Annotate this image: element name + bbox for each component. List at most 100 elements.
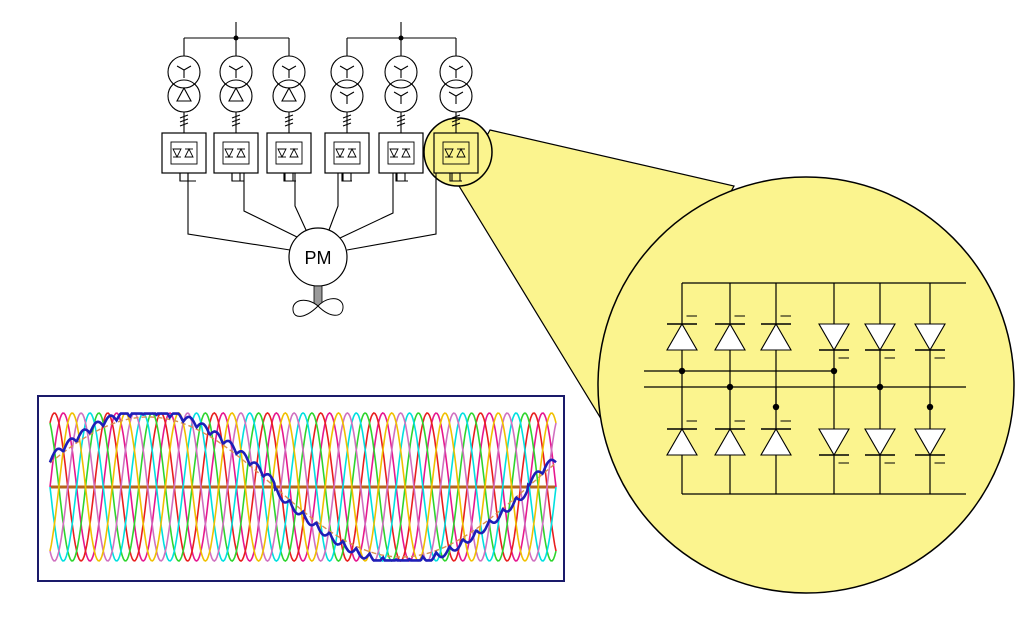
zoom-circle-small — [423, 117, 493, 187]
converter-inner-box — [222, 141, 250, 165]
thyristor-triangle — [714, 322, 746, 351]
converter-inner-box — [442, 141, 470, 165]
motor-feed-lines — [179, 173, 462, 251]
converter-block — [433, 132, 479, 174]
pm-motor: PM — [288, 227, 348, 317]
wye-leg — [448, 65, 457, 71]
supply-bus — [183, 22, 457, 56]
thyristor-symbol-icon — [236, 147, 246, 158]
thyristor-triangle — [864, 323, 896, 352]
three-phase-tick — [451, 122, 461, 127]
wye-leg — [455, 91, 464, 97]
three-phase-tick — [342, 118, 352, 123]
motor-feed-line — [346, 173, 437, 251]
wye-leg — [288, 65, 297, 71]
drive-system: PM — [161, 22, 479, 317]
wye-leg — [228, 65, 237, 71]
motor-feed-line — [328, 173, 339, 231]
wye-leg — [281, 65, 290, 71]
thyristor — [864, 428, 896, 464]
output-voltage-wave — [48, 412, 557, 562]
thyristor — [714, 315, 746, 351]
three-phase-tick — [451, 114, 461, 119]
junction-dot — [926, 403, 934, 411]
three-phase-tick — [342, 114, 352, 119]
converter-block — [266, 132, 312, 174]
delta-symbol — [176, 86, 192, 102]
motor-feed-line — [294, 173, 307, 231]
zoom-circle-large — [597, 176, 1015, 594]
wye-leg — [400, 65, 409, 71]
thyristor-triangle — [914, 428, 946, 457]
thyristor — [760, 315, 792, 351]
thyristor — [914, 323, 946, 359]
wye-leg — [235, 65, 244, 71]
transformer-secondary-winding — [272, 79, 306, 113]
converter-block — [213, 132, 259, 174]
thyristor — [714, 420, 746, 456]
transformer — [439, 55, 473, 133]
thyristor-symbol-icon — [347, 147, 357, 158]
thyristor-triangle — [818, 428, 850, 457]
motor-feed-line — [243, 173, 298, 238]
three-phase-tick — [231, 118, 241, 123]
delta-symbol — [281, 86, 297, 102]
wye-leg — [346, 65, 355, 71]
thyristor-symbol-icon — [184, 147, 194, 158]
transformer — [219, 55, 253, 133]
converter-block — [378, 132, 424, 174]
waveform-traces — [48, 412, 557, 562]
converter-block — [161, 132, 207, 174]
thyristor-symbol-icon — [289, 147, 299, 158]
transformer — [272, 55, 306, 133]
thyristor-symbol-icon — [389, 148, 399, 159]
propeller-icon — [292, 298, 344, 317]
wye-leg — [455, 65, 464, 71]
three-phase-tick — [179, 122, 189, 127]
three-phase-tick — [284, 122, 294, 127]
converter-box — [266, 132, 312, 174]
fundamental-output-wave — [49, 416, 557, 558]
thyristor-symbol-icon — [444, 148, 454, 159]
thyristor — [666, 315, 698, 351]
thyristor-triangle — [666, 427, 698, 456]
transformer — [330, 55, 364, 133]
three-phase-tick — [396, 118, 406, 123]
three-phase-tick — [396, 122, 406, 127]
feed-return — [395, 173, 408, 182]
transformer-secondary-winding — [167, 79, 201, 113]
thyristor-symbol-icon — [172, 148, 182, 159]
converter-box — [161, 132, 207, 174]
delta-symbol — [228, 86, 244, 102]
converter-inner-box — [387, 141, 415, 165]
wye-leg — [339, 91, 348, 97]
converter-inner-box — [333, 141, 361, 165]
wye-leg — [393, 65, 402, 71]
thyristor-symbol-icon — [224, 148, 234, 159]
converter-inner-box — [275, 141, 303, 165]
thyristor — [818, 323, 850, 359]
phase-voltage-wave — [49, 412, 557, 562]
transformer-primary-winding — [330, 55, 364, 89]
thyristor — [818, 428, 850, 464]
thyristor-triangle — [864, 428, 896, 457]
feed-return — [231, 173, 244, 182]
thyristor-symbol-icon — [335, 148, 345, 159]
three-phase-tick — [284, 114, 294, 119]
thyristor-triangle — [760, 427, 792, 456]
wye-leg — [183, 65, 192, 71]
thyristor-triangle — [666, 322, 698, 351]
transformer-row — [167, 55, 473, 133]
converter-block — [324, 132, 370, 174]
feed-return — [179, 173, 196, 182]
junction-dot — [726, 383, 734, 391]
thyristor-triangle — [818, 323, 850, 352]
converter-box — [213, 132, 259, 174]
thyristor — [864, 323, 896, 359]
thyristor — [914, 428, 946, 464]
junction-dot — [876, 383, 884, 391]
three-phase-tick — [179, 114, 189, 119]
wye-leg — [339, 65, 348, 71]
three-phase-tick — [396, 114, 406, 119]
motor-feed-line — [339, 173, 394, 239]
